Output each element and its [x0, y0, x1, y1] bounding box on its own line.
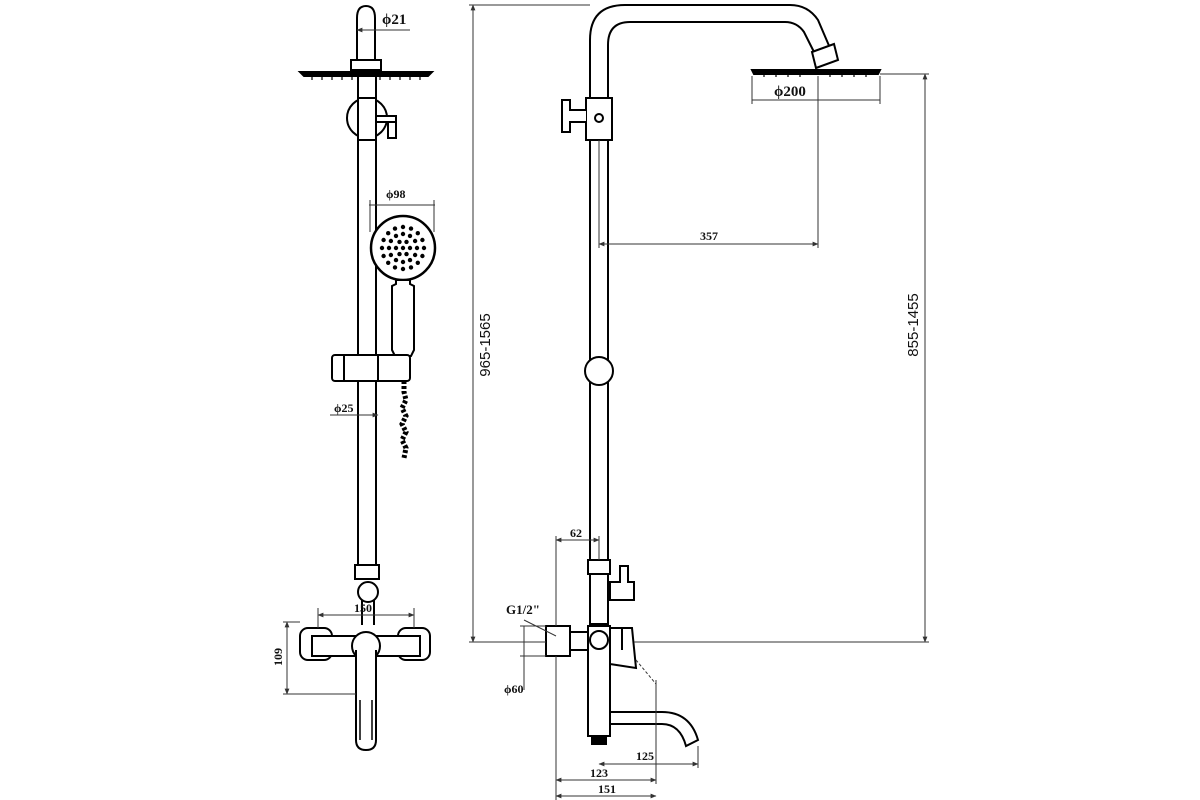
nozzle-dot [386, 245, 392, 251]
dim-mixer-width: 150 [354, 601, 372, 615]
nozzle-dot [415, 260, 420, 265]
lower-pipe-joint [354, 564, 380, 580]
dim-head-diameter: ϕ200 [774, 84, 806, 100]
nozzle-dot [379, 245, 385, 251]
nozzle-dot [404, 239, 409, 245]
nozzle-dot [386, 260, 391, 265]
dim-head-height: 855-1455 [905, 293, 922, 356]
dim-mixer-height: 109 [271, 648, 285, 666]
side-escutcheon [545, 625, 571, 657]
nozzle-dot [388, 238, 394, 244]
side-head-connector [810, 42, 840, 70]
lower-diverter [587, 559, 611, 575]
nozzle-dot [393, 233, 399, 239]
nozzle-dot [392, 226, 398, 231]
front-dimensions [283, 27, 435, 695]
dim-overall-depth: 151 [598, 782, 616, 796]
diverter-lever [375, 115, 397, 139]
side-inlet-pipe [569, 631, 589, 651]
dim-diverter-offset: 62 [570, 526, 582, 540]
hand-shower-handle [391, 279, 415, 357]
rain-head-nozzles [311, 76, 421, 80]
nozzle-dot [397, 239, 402, 245]
nozzle-dot [393, 245, 399, 251]
nozzle-dot [400, 245, 406, 251]
rain-head-side-nozzles [763, 74, 867, 77]
lower-knob [357, 581, 379, 603]
rain-head-front [297, 71, 435, 77]
side-dimensions [469, 4, 929, 800]
riser-outer [589, 4, 831, 100]
nozzle-dot [407, 233, 413, 239]
nozzle-dot [381, 253, 386, 259]
riser-inner [607, 21, 815, 100]
hand-shower-nozzles [379, 224, 427, 272]
side-mixer-center [589, 630, 609, 650]
side-view [545, 4, 882, 748]
nozzle-dot [400, 259, 406, 265]
nozzle-dot [386, 231, 391, 236]
nozzle-dot [415, 231, 420, 236]
nozzle-dot [420, 237, 425, 243]
dim-thread: G1/2" [506, 602, 540, 617]
side-diverter-handle [561, 99, 586, 133]
dim-total-height: 965-1565 [477, 313, 494, 376]
nozzle-dot [414, 245, 420, 251]
dim-handshower-diameter: ϕ98 [386, 187, 406, 201]
dim-pipe-diameter: ϕ21 [382, 12, 406, 28]
nozzle-dot [400, 231, 406, 237]
spout-front [355, 650, 377, 752]
nozzle-dot [381, 237, 386, 243]
dim-spout-length: 125 [636, 749, 654, 763]
nozzle-dot [393, 257, 399, 263]
nozzle-dot [407, 257, 413, 263]
hose [399, 381, 409, 459]
side-spout [609, 711, 700, 748]
nozzle-dot [421, 245, 427, 251]
rain-head-side [750, 69, 882, 75]
lower-diverter-knob [609, 565, 635, 601]
nozzle-dot [412, 252, 418, 258]
head-connector [350, 59, 382, 71]
nozzle-dot [420, 253, 425, 259]
mid-fixing-ball [584, 356, 614, 386]
side-bottom-outlet [591, 735, 607, 745]
nozzle-dot [392, 265, 398, 270]
nozzle-dot [400, 224, 406, 230]
nozzle-dot [408, 265, 414, 270]
nozzle-dot [412, 238, 418, 244]
dim-arm-reach: 357 [700, 229, 718, 243]
nozzle-dot [388, 252, 394, 258]
nozzle-dot [407, 245, 413, 251]
top-pipe-stub [356, 4, 376, 60]
nozzle-dot [408, 226, 414, 231]
nozzle-dot [397, 251, 402, 257]
dim-escutcheon-diameter: ϕ60 [504, 682, 524, 696]
front-view [297, 4, 437, 752]
slider-holder [331, 354, 411, 382]
dim-rail-diameter: ϕ25 [334, 401, 354, 415]
nozzle-dot [404, 251, 409, 257]
dim-mixer-depth: 123 [590, 766, 608, 780]
nozzle-dot [400, 266, 406, 272]
